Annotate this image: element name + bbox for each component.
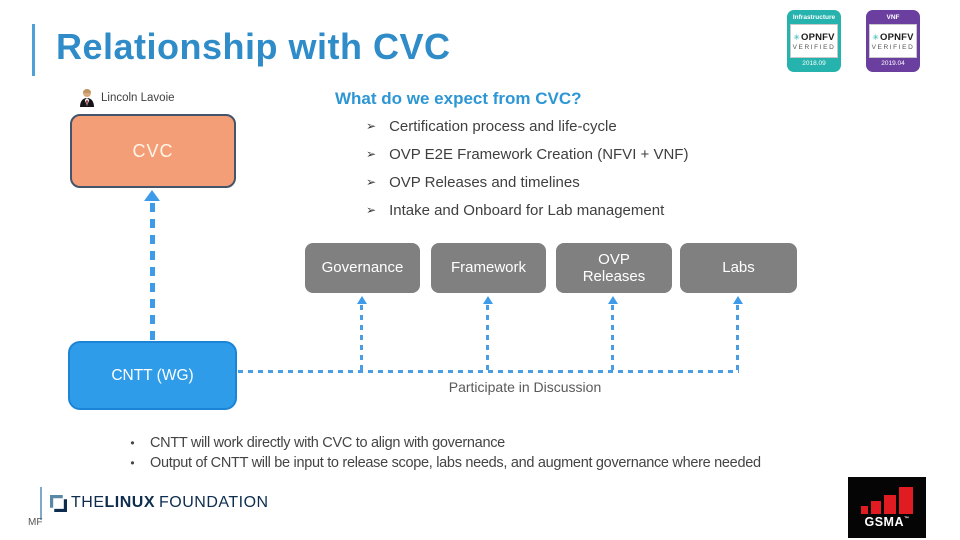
presenter-row: Lincoln Lavoie (78, 88, 175, 108)
title-accent-bar (32, 24, 35, 76)
topic-box-governance: Governance (305, 243, 420, 293)
topic-label: Framework (450, 259, 526, 277)
topic-box-ovp-releases: OVP Releases (556, 243, 672, 293)
badge-brand-label: OPNFV (800, 31, 835, 43)
arrowhead-up-icon (357, 296, 367, 304)
lf-linux-label: LINUX (104, 494, 155, 511)
list-item: • CNTT will work directly with CVC to al… (115, 433, 761, 453)
badge-version-label: 2019.04 (881, 60, 905, 67)
list-item: ➢ OVP E2E Framework Creation (NFVI + VNF… (366, 140, 688, 168)
opnfv-snowflake-icon: ✳ (793, 32, 800, 42)
badge-brand-label: OPNFV (879, 31, 914, 43)
page-title: Relationship with CVC (56, 26, 451, 67)
expectations-list: ➢ Certification process and life-cycle ➢… (366, 112, 688, 224)
arrow-bullet-icon: ➢ (366, 203, 377, 217)
dashed-connector-labs (736, 305, 739, 371)
dashed-connector-ovp-releases (611, 305, 614, 371)
opnfv-badge-vnf: VNF ✳ OPNFV VERIFIED 2019.04 (866, 10, 920, 72)
person-icon (80, 89, 94, 107)
badge-panel: ✳ OPNFV VERIFIED (790, 24, 838, 58)
arrow-bullet-icon: ➢ (366, 147, 377, 161)
topic-box-framework: Framework (431, 243, 546, 293)
dashed-connector-framework (486, 305, 489, 371)
notes-list: • CNTT will work directly with CVC to al… (115, 433, 761, 473)
badge-panel: ✳ OPNFV VERIFIED (869, 24, 917, 58)
expectations-heading: What do we expect from CVC? (335, 89, 582, 108)
badge-verified-label: VERIFIED (871, 43, 915, 51)
cntt-box-label: CNTT (WG) (111, 366, 194, 384)
linux-foundation-icon (50, 494, 67, 512)
badge-verified-label: VERIFIED (792, 43, 836, 51)
list-item: ➢ OVP Releases and timelines (366, 168, 688, 196)
gsma-bars-icon (861, 487, 913, 514)
dashed-connector-cvc-cntt (150, 203, 155, 341)
expectation-text: OVP Releases and timelines (389, 173, 580, 191)
expectation-text: OVP E2E Framework Creation (NFVI + VNF) (389, 145, 689, 163)
note-text: Output of CNTT will be input to release … (150, 455, 761, 471)
arrowhead-up-icon (733, 296, 743, 304)
expectation-text: Certification process and life-cycle (389, 117, 617, 135)
cvc-box: CVC (70, 114, 236, 188)
arrowhead-up-icon (144, 190, 160, 201)
topic-label: Governance (321, 259, 404, 277)
badge-category-label: Infrastructure (792, 14, 836, 21)
dashed-connector-horizontal (238, 370, 739, 373)
expectation-text: Intake and Onboard for Lab management (389, 201, 665, 219)
badge-version-label: 2018.09 (802, 60, 826, 67)
badge-category-label: VNF (886, 14, 900, 21)
note-text: CNTT will work directly with CVC to alig… (150, 435, 505, 451)
lf-foundation-label: FOUNDATION (159, 494, 269, 511)
arrow-bullet-icon: ➢ (366, 119, 377, 133)
list-item: ➢ Certification process and life-cycle (366, 112, 688, 140)
topic-label: OVP Releases (582, 250, 646, 285)
gsma-wordmark: GSMA ™ (865, 515, 910, 529)
participate-label: Participate in Discussion (448, 379, 602, 395)
list-item: ➢ Intake and Onboard for Lab management (366, 196, 688, 224)
dashed-connector-governance (360, 305, 363, 371)
arrowhead-up-icon (483, 296, 493, 304)
topic-label: Labs (722, 259, 755, 277)
gsma-trademark: ™ (904, 516, 910, 522)
lf-the-label: THE (71, 494, 105, 511)
author-initials: MF (28, 517, 43, 528)
gsma-name-label: GSMA (864, 515, 904, 529)
topic-box-labs: Labs (680, 243, 797, 293)
cvc-box-label: CVC (132, 140, 174, 161)
arrow-bullet-icon: ➢ (366, 175, 377, 189)
list-item: • Output of CNTT will be input to releas… (115, 453, 761, 473)
bullet-icon: • (130, 456, 135, 470)
cntt-box: CNTT (WG) (68, 341, 237, 410)
footer-accent-bar (40, 487, 42, 520)
arrowhead-up-icon (608, 296, 618, 304)
bullet-icon: • (130, 436, 135, 450)
opnfv-snowflake-icon: ✳ (872, 32, 879, 42)
opnfv-badge-infrastructure: Infrastructure ✳ OPNFV VERIFIED 2018.09 (787, 10, 841, 72)
gsma-logo: GSMA ™ (848, 477, 926, 538)
presenter-name: Lincoln Lavoie (101, 92, 175, 104)
